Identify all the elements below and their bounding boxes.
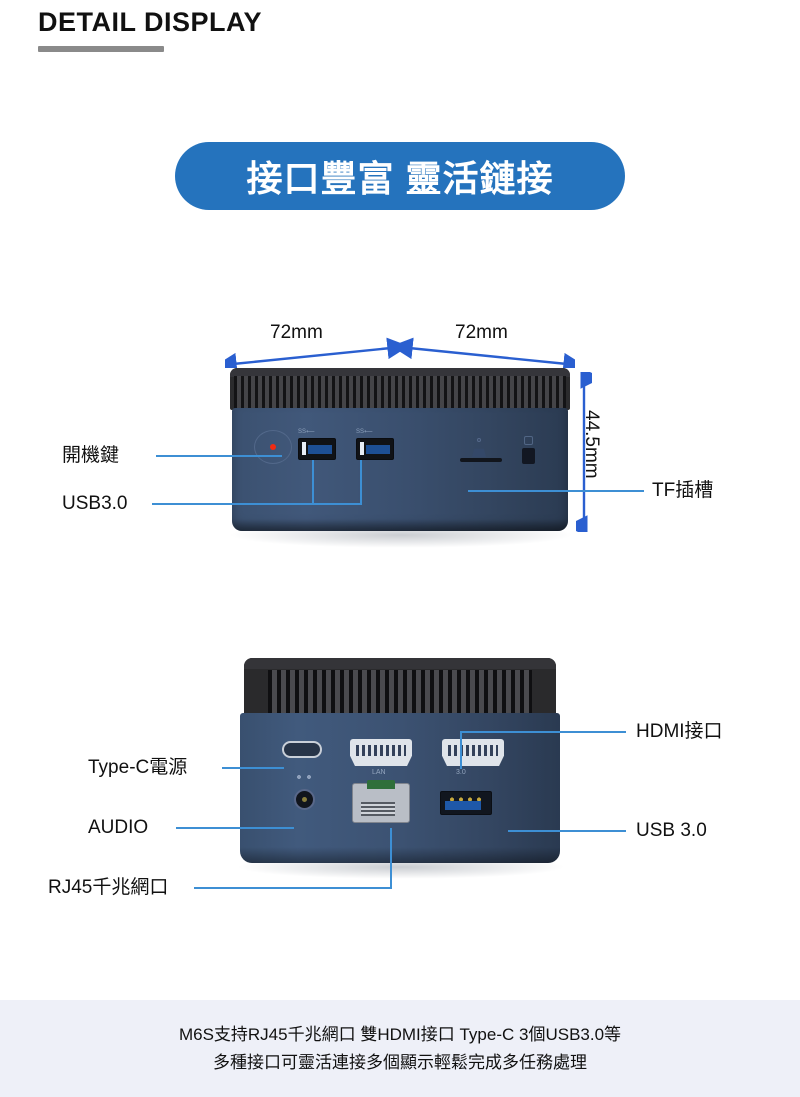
rear-label-typec-power: Type-C電源 xyxy=(88,757,188,778)
front-panel-body: SS⟵ SS⟵ xyxy=(232,408,568,531)
hdmi-port-2 xyxy=(442,739,504,766)
audio-jack-port xyxy=(294,789,315,810)
rear-view-figure: 3.0 LAN Type-C電源 AUDIO RJ45千兆網口 HDMI接口 U… xyxy=(0,640,800,940)
rear-label-hdmi: HDMI接口 xyxy=(636,721,723,742)
rear-leader-rj45-h xyxy=(194,887,392,889)
rear-leader-hdmi-h xyxy=(460,731,626,733)
footer-line-2: 多種接口可靈活連接多個顯示輕鬆完成多任務處理 xyxy=(213,1052,587,1072)
rear-leader-hdmi-v xyxy=(460,731,462,769)
rear-label-rj45: RJ45千兆網口 xyxy=(48,877,169,898)
usb-port-2-mark: SS⟵ xyxy=(356,429,373,435)
rear-leader-audio xyxy=(176,827,294,829)
rear-panel-body: 3.0 LAN xyxy=(240,713,560,863)
page-title: DETAIL DISPLAY xyxy=(38,7,263,37)
width-dimension-arrows xyxy=(225,337,575,368)
rear-leader-usb3-rear xyxy=(508,830,626,832)
page-header: DETAIL DISPLAY xyxy=(38,7,263,52)
rear-label-audio: AUDIO xyxy=(88,817,149,838)
rear-leader-typec xyxy=(222,767,284,769)
front-leader-tf-slot xyxy=(468,490,644,492)
front-leader-usb3-v1 xyxy=(312,460,314,504)
usb3-port-rear xyxy=(440,791,492,815)
front-label-tf-slot: TF插槽 xyxy=(652,480,714,501)
front-label-usb3: USB3.0 xyxy=(62,493,128,514)
tf-indicator-icon xyxy=(477,438,481,442)
lock-icon xyxy=(524,436,533,445)
typec-power-port xyxy=(282,741,322,758)
tf-card-icon xyxy=(472,448,486,457)
top-lip xyxy=(230,368,570,377)
usb3-port-1 xyxy=(298,438,336,460)
height-label: 44.5mm xyxy=(581,410,602,479)
height-dimension-arrow xyxy=(576,372,592,532)
usb-port-1-mark: SS⟵ xyxy=(298,429,315,435)
mini-pc-front-device: SS⟵ SS⟵ xyxy=(230,368,570,533)
tf-card-slot xyxy=(460,458,502,462)
front-label-power-button: 開機鍵 xyxy=(62,445,120,466)
security-lock-slot xyxy=(522,448,535,464)
rear-leader-rj45-v xyxy=(390,828,392,888)
width-left-label: 72mm xyxy=(270,322,323,343)
section-banner: 接口豐富 靈活鏈接 xyxy=(175,142,625,210)
vented-top-cover-rear xyxy=(244,658,556,716)
rj45-port-mark: LAN xyxy=(372,769,386,776)
title-underline-rule xyxy=(38,45,164,52)
width-right-label: 72mm xyxy=(455,322,508,343)
power-button-ring xyxy=(254,430,292,464)
footer-description: M6S支持RJ45千兆網口 雙HDMI接口 Type-C 3個USB3.0等 多… xyxy=(0,1000,800,1097)
hdmi-port-2-mark: 3.0 xyxy=(456,769,466,776)
banner-text: 接口豐富 靈活鏈接 xyxy=(246,158,554,199)
rear-label-usb3: USB 3.0 xyxy=(636,820,707,841)
audio-indicator-icon xyxy=(296,775,314,780)
footer-line-1: M6S支持RJ45千兆網口 雙HDMI接口 Type-C 3個USB3.0等 xyxy=(178,1024,622,1044)
rj45-ethernet-port xyxy=(352,780,410,823)
front-view-figure: 72mm 72mm 44.5mm SS⟵ SS⟵ xyxy=(0,300,800,600)
front-leader-power-button xyxy=(156,455,282,457)
power-led-icon xyxy=(270,444,276,450)
top-lip-rear xyxy=(244,658,556,669)
front-leader-usb3-h xyxy=(152,503,362,505)
mini-pc-rear-device: 3.0 LAN xyxy=(240,658,560,863)
vented-top-cover xyxy=(230,368,570,410)
front-leader-usb3-v2 xyxy=(360,460,362,504)
hdmi-port-1 xyxy=(350,739,412,766)
usb3-port-2 xyxy=(356,438,394,460)
